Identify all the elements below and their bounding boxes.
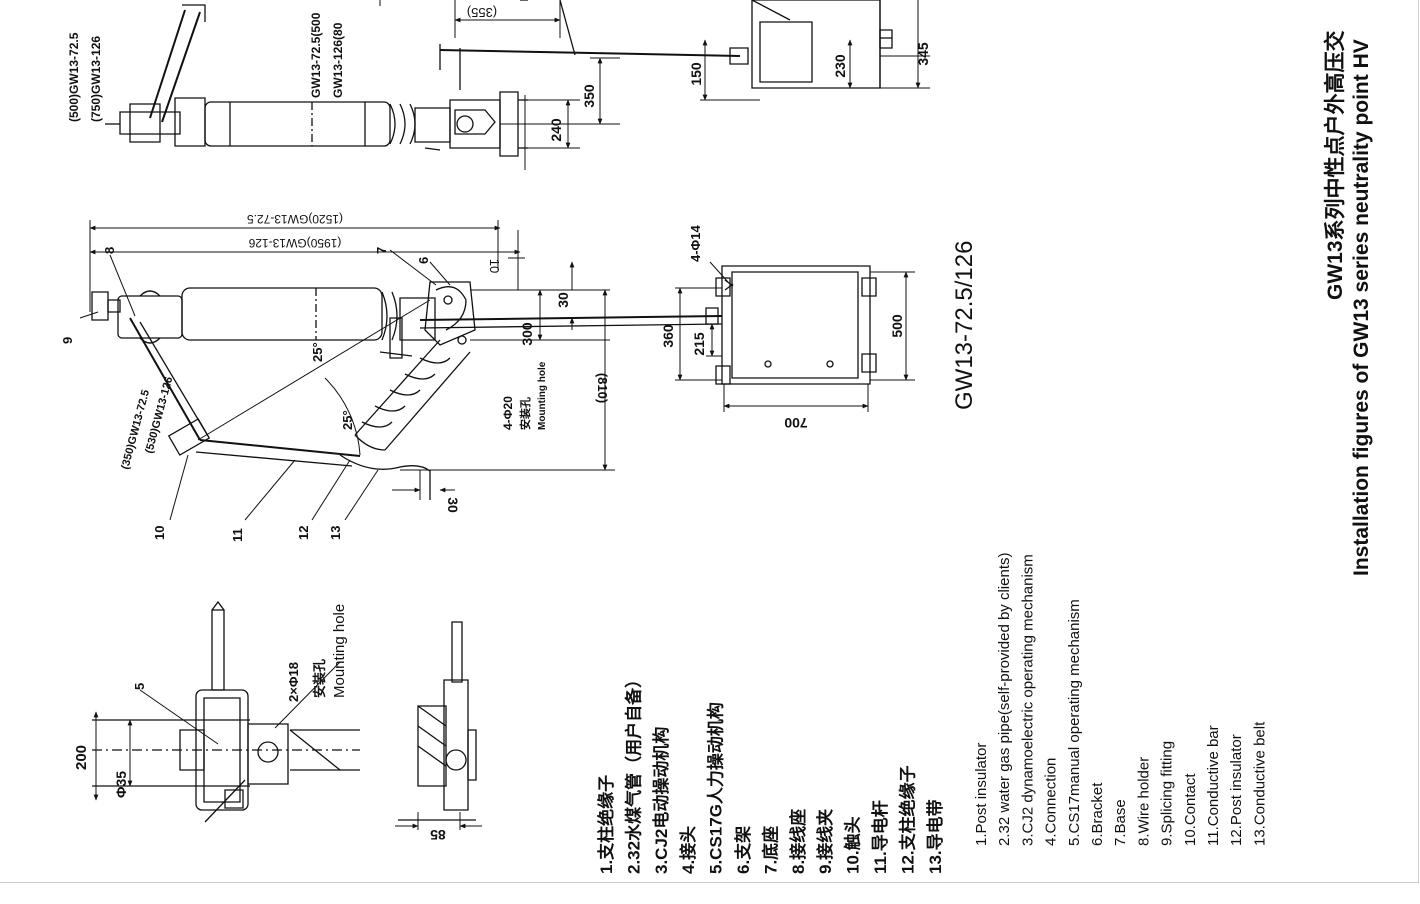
dim-350: 350 (581, 84, 597, 108)
callout-6: 6 (416, 257, 431, 264)
dim-300: 300 (519, 322, 535, 346)
dim-500-gw13-72: (500)GW13-72.5 (67, 32, 81, 122)
legend-en-item-5: 5.CS17manual operating mechanism (1066, 599, 1083, 846)
dim-30: 30 (555, 292, 571, 308)
legend-zh-item-8: 8.接线座 (788, 809, 808, 874)
angle-25-upper: 25° (310, 342, 325, 362)
dim-10: 10 (487, 259, 502, 273)
dim-230: 230 (832, 54, 848, 78)
legend-zh-item-4: 4.接头 (678, 826, 698, 874)
callout-5: 5 (132, 683, 147, 690)
mounting-hole-zh-left: 安装孔 (312, 659, 327, 698)
dim-345: 345 (915, 42, 931, 66)
top-dimension-labels: (355) 350 240 150 230 345 (500)GW13-72.5… (67, 5, 931, 142)
legend-zh-item-7: 7.底座 (760, 826, 780, 874)
dim-215: 215 (691, 332, 707, 356)
legend-zh-item-5: 5.CS17G人力操动机构 (706, 702, 726, 874)
dim-810: (810) (595, 373, 610, 403)
dim-355: (355) (467, 5, 497, 20)
legend-en-item-1: 1.Post insulator (973, 743, 990, 846)
mounting-hole-en-mid: Mounting hole (537, 361, 548, 430)
dim-30-bottom: 30 (445, 497, 461, 513)
dim-gw13-126-partial: GW13-126(80 (331, 22, 345, 98)
dim-85: 85 (430, 827, 446, 843)
dim-1950: (1950)GW13-126 (248, 236, 341, 250)
legend-zh-item-9: 9.接线夹 (815, 809, 835, 874)
middle-dimension-labels: (1520)GW13-72.5 (1950)GW13-126 10 30 300… (119, 212, 905, 513)
legend-en-item-12: 12.Post insulator (1228, 734, 1245, 846)
dim-1520: (1520)GW13-72.5 (247, 212, 343, 226)
legend-en-item-7: 7.Base (1112, 799, 1129, 846)
dim-150: 150 (688, 62, 704, 86)
dim-4-phi14: 4-Φ14 (688, 225, 703, 262)
top-view-dimensions (380, 0, 930, 170)
legend-en-item-8: 8.Wire holder (1135, 757, 1152, 846)
lower-left-assembly (92, 602, 476, 822)
dim-phi35: Φ35 (113, 771, 129, 798)
lower-left-dimensions (93, 662, 482, 830)
callout-7: 7 (374, 247, 389, 254)
legend-english: 1.Post insulator 2.32 water gas pipe(self… (973, 553, 1268, 846)
dim-500: 500 (889, 314, 905, 338)
callout-10: 10 (152, 526, 167, 540)
callout-11: 11 (230, 528, 245, 542)
legend-zh-item-11: 11.导电杆 (870, 800, 890, 874)
title-en: Installation figures of GW13 series neut… (1350, 39, 1373, 576)
dim-530-gw13-126: (530)GW13-126 (143, 375, 175, 454)
dim-350-gw13-72: (350)GW13-72.5 (119, 389, 152, 471)
legend-zh-item-2: 2.32水煤气管（用户自备） (623, 671, 643, 874)
dim-4-phi20: 4-Φ20 (501, 396, 515, 430)
callout-8: 8 (102, 247, 117, 254)
top-view-assembly (105, 0, 892, 156)
mounting-hole-zh-mid: 安装孔 (518, 397, 532, 430)
callout-9: 9 (60, 337, 75, 344)
legend-chinese: 1.支柱绝缘子 2.32水煤气管（用户自备） 3.CJ2电动操动机构 4.接头 5.CS… (596, 671, 945, 874)
mounting-hole-en-left: Mounting hole (331, 604, 348, 698)
dim-750-gw13-126: (750)GW13-126 (89, 36, 103, 122)
legend-en-item-2: 2.32 water gas pipe(self-provided by cli… (996, 553, 1013, 846)
dim-gw13-72-partial: GW13-72.5(500 (309, 12, 323, 98)
dim-240: 240 (548, 118, 564, 142)
legend-zh-item-12: 12.支柱绝缘子 (897, 765, 917, 874)
model-label: GW13-72.5/126 (951, 241, 978, 410)
line-art (80, 0, 930, 830)
middle-view-dimensions (80, 220, 915, 520)
dim-360: 360 (660, 324, 676, 348)
legend-en-item-6: 6.Bracket (1089, 782, 1106, 846)
legend-zh-item-6: 6.支架 (733, 826, 753, 874)
legend-en-item-10: 10.Contact (1182, 773, 1199, 846)
legend-en-item-13: 13.Conductive belt (1251, 721, 1268, 846)
legend-zh-item-10: 10.触头 (843, 816, 863, 874)
legend-zh-item-3: 3.CJ2电动操动机构 (651, 727, 671, 874)
page-frame (0, 0, 1419, 883)
callout-numbers: 8 9 10 11 12 13 7 6 5 (60, 247, 431, 690)
callout-12: 12 (296, 526, 311, 540)
angle-25-lower: 25° (340, 410, 355, 430)
dim-700: 700 (784, 415, 808, 431)
title-zh: GW13系列中性点户外高压交 (1323, 30, 1347, 300)
legend-en-item-3: 3.CJ2 dynamoelectric operating mechanism (1019, 554, 1036, 846)
legend-zh-item-1: 1.支柱绝缘子 (596, 775, 616, 874)
legend-en-item-4: 4.Connection (1043, 758, 1060, 846)
legend-en-item-9: 9.Splicing fitting (1159, 741, 1176, 846)
legend-zh-item-13: 13.导电带 (925, 799, 945, 874)
legend-en-item-11: 11.Conductive bar (1205, 725, 1222, 846)
lower-left-labels: 200 Φ35 2×Φ18 安装孔 Mounting hole 85 (73, 604, 446, 843)
dim-200: 200 (73, 745, 90, 770)
callout-13: 13 (328, 526, 343, 540)
middle-view-assembly (92, 266, 876, 500)
dim-2x-phi18: 2×Φ18 (286, 662, 301, 702)
